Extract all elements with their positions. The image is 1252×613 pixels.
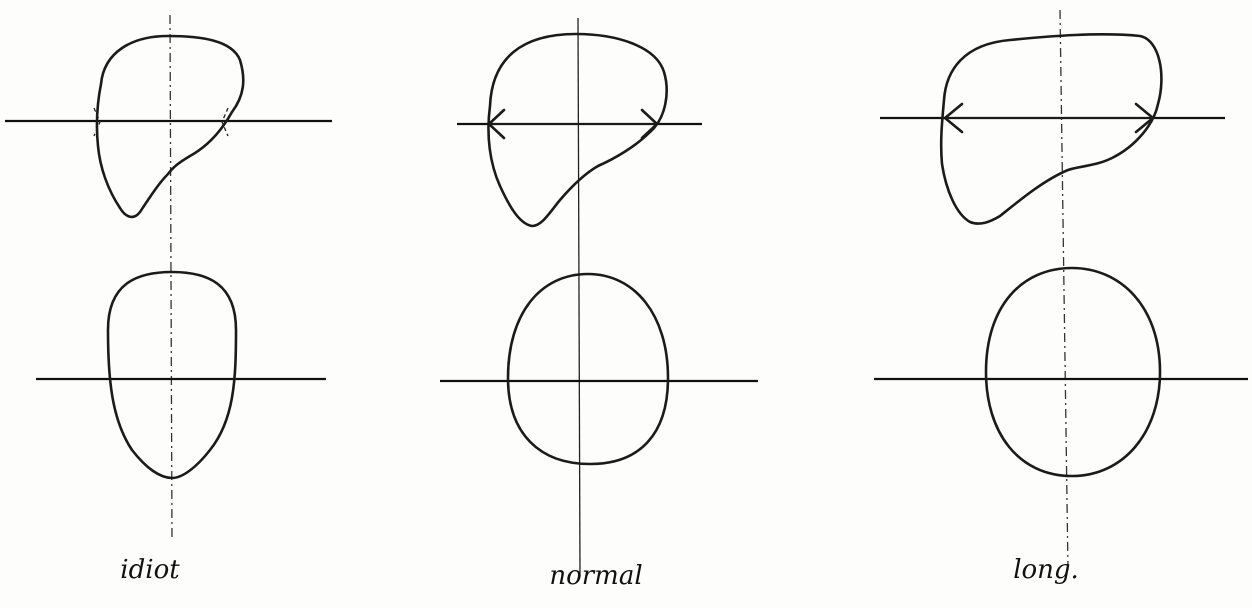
- left-vertical-axis: [170, 15, 172, 540]
- right-side-profile-outline: [941, 34, 1161, 223]
- center-vertical-axis: [578, 18, 580, 575]
- right-vertical-axis: [1060, 10, 1068, 570]
- label-long: long.: [1013, 555, 1079, 585]
- right-top-view-outline: [986, 268, 1160, 476]
- label-idiot: idiot: [120, 555, 180, 585]
- left-figure-group: [5, 15, 332, 540]
- right-figure-group: [874, 10, 1248, 570]
- label-normal: normal: [549, 561, 642, 591]
- center-top-view-outline: [508, 274, 668, 464]
- center-figure-group: [440, 18, 758, 575]
